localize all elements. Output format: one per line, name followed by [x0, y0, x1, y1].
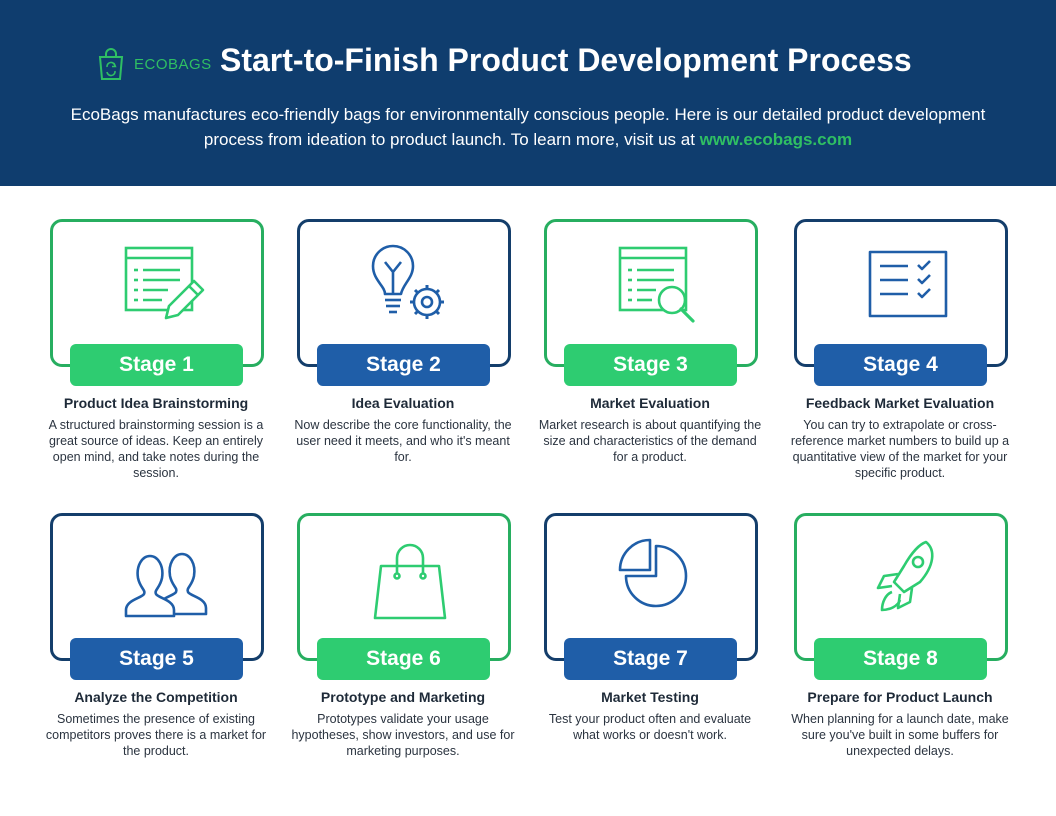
users-icon: [124, 552, 208, 618]
page-title: Start-to-Finish Product Development Proc…: [220, 42, 912, 78]
pie-chart-icon: [618, 538, 688, 608]
stage-7-card: Stage 7 Market Testing Test your product…: [542, 513, 782, 803]
checklist-icon: [868, 250, 948, 318]
stage-description: Now describe the core functionality, the…: [294, 418, 512, 464]
stage-badge: Stage 3: [564, 344, 737, 386]
stage-title: Prepare for Product Launch: [807, 689, 993, 705]
document-search-icon: [618, 246, 695, 323]
stage-title: Analyze the Competition: [74, 689, 238, 705]
header-banner: ECOBAGS Start-to-Finish Product Developm…: [0, 0, 1056, 186]
stage-description: Sometimes the presence of existing compe…: [45, 712, 267, 758]
stage-title: Feedback Market Evaluation: [805, 395, 995, 411]
rocket-icon: [876, 540, 934, 612]
shopping-bag-icon: [373, 543, 447, 620]
stage-title: Product Idea Brainstorming: [63, 395, 249, 411]
stage-badge: Stage 6: [317, 638, 490, 680]
stage-description: When planning for a launch date, make su…: [791, 712, 1009, 758]
stage-badge: Stage 5: [70, 638, 243, 680]
stage-icon-box: [794, 219, 1008, 367]
stage-badge: Stage 8: [814, 638, 987, 680]
stage-badge: Stage 4: [814, 344, 987, 386]
stage-badge: Stage 7: [564, 638, 737, 680]
stage-6-card: Stage 6 Prototype and Marketing Prototyp…: [291, 513, 535, 803]
stage-title: Prototype and Marketing: [320, 689, 486, 705]
stage-icon-box: [50, 219, 264, 367]
stage-8-card: Stage 8 Prepare for Product Launch When …: [791, 513, 1032, 803]
stage-4-card: Stage 4 Feedback Market Evaluation You c…: [791, 219, 1032, 509]
stage-badge: Stage 1: [70, 344, 243, 386]
document-pencil-icon: [124, 246, 205, 320]
brand-logo: ECOBAGS: [96, 47, 212, 81]
stage-title: Market Evaluation: [590, 395, 710, 411]
stage-icon-box: [794, 513, 1008, 661]
stage-icon-box: [50, 513, 264, 661]
stage-title: Market Testing: [601, 689, 699, 705]
website-link[interactable]: www.ecobags.com: [699, 130, 853, 149]
stage-2-card: Stage 2 Idea Evaluation Now describe the…: [294, 219, 535, 509]
eco-bag-icon: [98, 48, 124, 80]
intro-text: EcoBags manufactures eco-friendly bags f…: [70, 105, 986, 149]
stage-description: A structured brainstorming session is a …: [48, 418, 264, 480]
stage-description: You can try to extrapolate or cross-refe…: [790, 418, 1010, 480]
lightbulb-gear-icon: [371, 244, 444, 319]
stage-5-card: Stage 5 Analyze the Competition Sometime…: [46, 513, 288, 803]
stage-badge: Stage 2: [317, 344, 490, 386]
stage-icon-box: [297, 513, 511, 661]
stage-title: Idea Evaluation: [351, 395, 455, 411]
stage-description: Prototypes validate your usage hypothese…: [291, 712, 515, 758]
stage-description: Test your product often and evaluate wha…: [548, 712, 752, 742]
stage-description: Market research is about quantifying the…: [538, 418, 762, 464]
stage-3-card: Stage 3 Market Evaluation Market researc…: [539, 219, 782, 509]
intro-paragraph: EcoBags manufactures eco-friendly bags f…: [60, 102, 996, 152]
stage-1-card: Stage 1 Product Idea Brainstorming A str…: [48, 219, 288, 509]
brand-name: ECOBAGS: [134, 55, 212, 73]
